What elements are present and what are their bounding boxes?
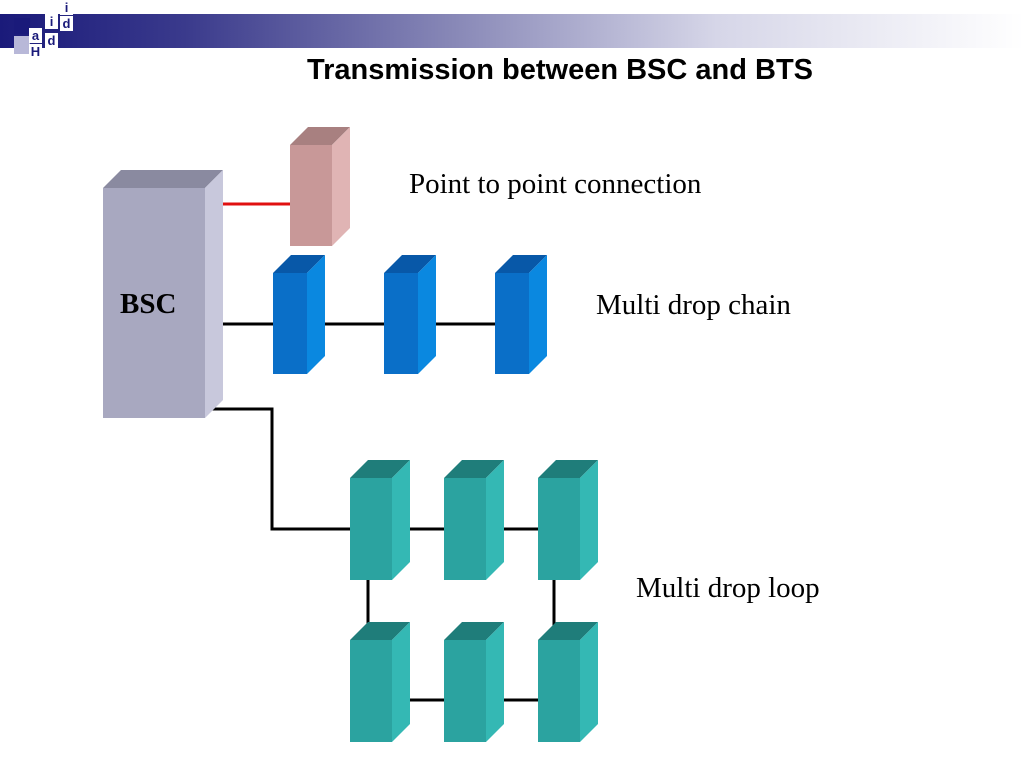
logo-letter: a [29, 28, 42, 43]
logo-letter: d [45, 33, 58, 48]
logo: a i d H i d [0, 0, 80, 64]
point-to-point-label: Point to point connection [409, 168, 702, 200]
bsc-label: BSC [120, 288, 177, 320]
logo-letter: d [60, 16, 73, 31]
bts-loop [538, 622, 598, 742]
logo-square [14, 18, 30, 34]
multi-drop-loop-label: Multi drop loop [636, 572, 820, 604]
bsc-box [103, 170, 223, 418]
logo-letter: H [29, 44, 42, 59]
bts-chain [384, 255, 436, 374]
bts-chain [495, 255, 547, 374]
bts-loop [538, 460, 598, 580]
loop-feed-link [205, 407, 350, 531]
bts-chain [273, 255, 325, 374]
bts-loop [350, 622, 410, 742]
bts-loop [444, 460, 504, 580]
logo-letter: i [60, 0, 73, 15]
logo-letter: i [45, 14, 58, 29]
bts-loop [350, 460, 410, 580]
page-title: Transmission between BSC and BTS [307, 54, 813, 86]
bts-loop [444, 622, 504, 742]
logo-square [14, 36, 30, 54]
multi-drop-chain-label: Multi drop chain [596, 289, 791, 321]
bts-point-to-point [290, 127, 350, 246]
header-gradient-bar [0, 14, 1024, 48]
